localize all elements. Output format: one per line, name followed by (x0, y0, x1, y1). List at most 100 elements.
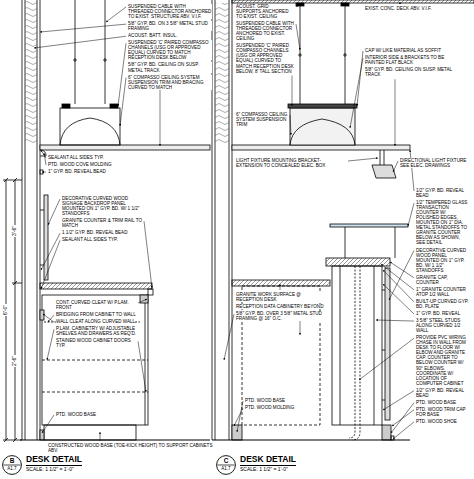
callout-note: 1/2" GYP. BD. REVEAL BEAD (416, 388, 470, 398)
dimension-lines (4, 178, 8, 182)
leader-line (144, 221, 152, 288)
counter-cabinet (145, 303, 146, 425)
callout-note: SUSPENDED 'C' PAIRED COMPASSO CHANNELS (… (128, 40, 212, 60)
signage-panel (40, 210, 44, 211)
leader-line (391, 403, 414, 433)
signage-panel (40, 195, 48, 280)
callout-note: 5/8" GYP. BD. CEILING ON SUSP. METAL TRA… (128, 62, 212, 72)
dimension-lines (15, 180, 16, 440)
reception-desk (345, 227, 346, 258)
ceiling-soffit (345, 6, 346, 104)
leader-line (395, 79, 396, 146)
leader-line (224, 314, 234, 360)
leader-line (47, 329, 54, 360)
callout-note: BUILT-UP CURVED GYP. BD. PLATE (416, 299, 470, 309)
ceiling-soffit (110, 104, 118, 108)
leader-line (34, 36, 126, 48)
callout-note: 1" GYP. BD. REVEAL (416, 311, 460, 316)
reception-desk (385, 268, 390, 420)
leader-line (41, 240, 60, 289)
counter-cabinet (44, 425, 136, 440)
callout-note: 5/8" GYP. BD. ON 3 5/8" METAL STUD FRAMI… (128, 21, 212, 31)
callout-note: PROVIDE PVC WIRING CHASE IN WALL FROM DE… (416, 335, 470, 385)
ceiling-soffit (290, 119, 355, 145)
reception-desk (382, 290, 385, 291)
leader-line (393, 161, 398, 172)
callout-note: PTD. WOOD BASE (245, 398, 285, 403)
leader-line (348, 158, 378, 161)
callout-note: CONT. CURVED CLEAT W/ P.LAM. FRONT (56, 300, 136, 310)
section-bubble: BA1.7 (2, 455, 22, 475)
light-fixture (380, 150, 381, 165)
ceiling-soffit (60, 108, 120, 145)
dimension-lines (3, 178, 22, 442)
callout-note: 1" GRANITE COUNTER ATOP 1/2 WALL (416, 287, 470, 297)
callout-note: 6" COMPASSO CEILING SYSTEM SUSPENSION TR… (128, 75, 212, 90)
leader-line (350, 58, 363, 128)
counter-cabinet (40, 310, 44, 320)
reception-desk (374, 266, 375, 425)
reception-desk (232, 425, 242, 440)
signage-panel (44, 195, 48, 280)
leader-line (138, 299, 147, 303)
leader-line (381, 264, 414, 290)
stud-wall (25, 0, 37, 145)
stud-wall (22, 0, 23, 440)
callout-note: WALL CLEAT ALONG CURVED WALL (56, 319, 135, 324)
ceiling-soffit (62, 104, 70, 108)
leader-line (48, 199, 60, 225)
leader-line (280, 284, 281, 290)
reception-desk (352, 266, 360, 440)
sheet-number: A1.7 (216, 467, 236, 472)
ceiling-soffit (290, 108, 355, 145)
callout-note: BRIDGING FROM CABINET TO WALL (56, 312, 136, 317)
ceiling-soffit (232, 145, 410, 150)
dimension-lines (12, 283, 22, 284)
ceiling-soffit (341, 3, 349, 6)
callout-note: 5/8" GYP. BD. OVER 3 5/8" METAL STUD FRA… (236, 311, 324, 321)
callout-note: PTD. WOOD TRIM CAP FOR BASE (416, 407, 470, 417)
callout-note: SEALANT ALL SIDES TYP. (48, 155, 104, 160)
counter-cabinet (20, 283, 210, 440)
callout-note: GRANITE CAP, COUNTER (416, 275, 470, 285)
leader-line (393, 422, 414, 439)
reception-desk (382, 425, 391, 440)
reception-desk (340, 266, 341, 425)
reception-desk (382, 400, 385, 401)
leader-line (357, 51, 363, 106)
ceiling-soffit (104, 59, 106, 61)
dimension-text: 6'-0" (3, 304, 9, 316)
ceiling-soffit (105, 0, 106, 104)
concrete-deck (232, 0, 474, 3)
leader-line (290, 115, 291, 135)
leader-line (400, 2, 401, 4)
ceiling-soffit (40, 145, 210, 150)
ceiling-soffit (74, 59, 76, 61)
light-fixture (384, 150, 385, 165)
callout-note: SUSPENDED 'C' PAIRED COMPASSO CHANNELS (… (236, 43, 294, 73)
reception-desk (330, 224, 408, 227)
ceiling-soffit (300, 6, 301, 104)
leader-line (410, 150, 414, 191)
stud-wall (40, 0, 41, 440)
leader-line (383, 391, 414, 410)
callout-note: PTD. WOOD BASE (56, 412, 96, 417)
leader-line (44, 153, 46, 165)
leader-line (390, 262, 414, 278)
callout-note: DIRECTIONAL LIGHT FIXTURE SEE ELEC. DRAW… (400, 158, 470, 168)
scale-note: SCALE: 1 1/2" = 1'-0" (26, 467, 74, 473)
leader-line (120, 78, 126, 126)
counter-cabinet (148, 289, 153, 295)
leader-line (383, 270, 414, 302)
callout-note: SUSPENDED CABLE WITH THREADED CONNECTOR … (236, 21, 294, 41)
ceiling-soffit (60, 118, 120, 145)
counter-cabinet (42, 360, 148, 361)
reception-desk (332, 266, 382, 425)
detail-letter: C (216, 458, 236, 465)
callout-note: INTERIOR SIDE & BRACKETS TO BE PAINTED F… (365, 55, 465, 65)
dimension-lines (13, 178, 17, 182)
detail-title: DESK DETAIL (26, 455, 82, 466)
